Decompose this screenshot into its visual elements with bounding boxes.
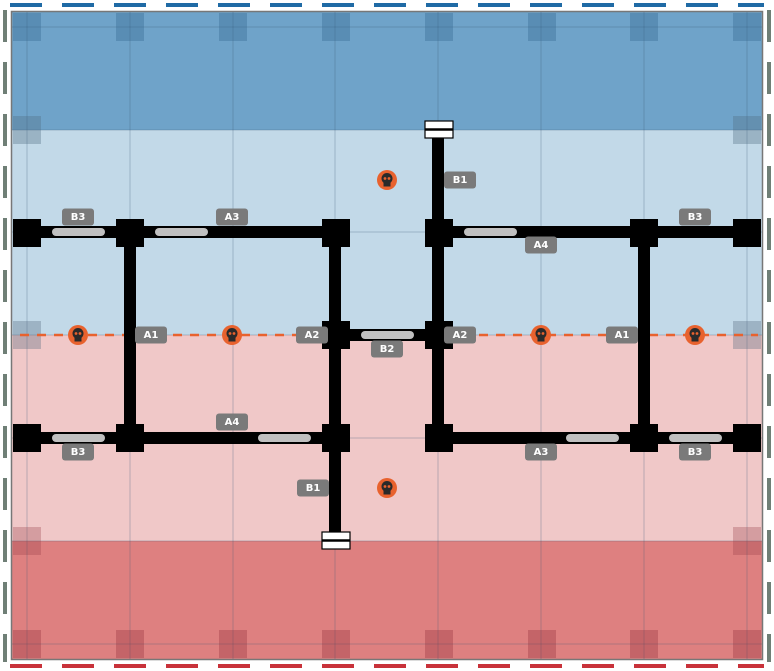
wall-pillar [322,424,350,452]
zone-label-text: B3 [688,447,703,458]
zone-label-text: A1 [144,330,159,341]
zone-label: B3 [62,208,94,226]
zone-label-text: A4 [225,417,240,428]
zone-label-text: A3 [225,212,240,223]
spawn-marker [630,13,658,41]
zone-label: B2 [371,340,403,358]
spawn-marker [528,13,556,41]
spawn-marker [322,630,350,658]
window-slot[interactable] [52,228,105,236]
zone-label-text: B1 [453,175,468,186]
zone-label-text: B1 [306,483,321,494]
skull-icon [531,325,551,345]
spawn-marker [733,630,761,658]
zone-label-text: A2 [305,330,320,341]
spawn-marker [630,630,658,658]
wall-pillar [425,219,453,247]
corner-squares [13,13,761,658]
window-slot[interactable] [258,434,311,442]
window-slot[interactable] [669,434,722,442]
spawn-marker [219,630,247,658]
map-border [10,10,764,661]
walls [13,130,761,540]
spawn-marker [13,13,41,41]
wall-pillar [322,219,350,247]
zone-label: B1 [444,171,476,189]
door-north[interactable] [424,120,454,139]
spawn-marker [13,630,41,658]
zone-label-text: A1 [615,330,630,341]
zone-label-text: B3 [688,212,703,223]
zone-label-text: A3 [534,447,549,458]
window-slot[interactable] [52,434,105,442]
zone-label: B3 [62,443,94,461]
windows [52,228,722,442]
side-marker [13,527,41,555]
wall-pillar [116,219,144,247]
side-marker [13,116,41,144]
skull-icon [377,170,397,190]
zone-label: B3 [679,208,711,226]
wall-pillar [630,219,658,247]
wall-segment [432,130,444,438]
zone-label: A3 [525,443,557,461]
spawn-marker [219,13,247,41]
zone-label: A3 [216,208,248,226]
spawn-marker [116,13,144,41]
skull-icon [68,325,88,345]
window-slot[interactable] [464,228,517,236]
window-slot[interactable] [155,228,208,236]
wall-pillar [733,424,761,452]
zone-label-text: A4 [534,240,549,251]
door-south[interactable] [321,531,351,550]
zone-label-text: B2 [380,344,395,355]
spawn-marker [528,630,556,658]
window-slot[interactable] [566,434,619,442]
skull-icon [222,325,242,345]
zone-label: A4 [216,413,248,431]
wall-segment [124,232,136,438]
wall-segment [329,232,341,540]
zone-label: A1 [606,326,638,344]
blue-spawn-zone [12,12,762,130]
side-marker [733,116,761,144]
skull-icon [685,325,705,345]
skull-icon [377,478,397,498]
side-marker [733,527,761,555]
spawn-marker [425,13,453,41]
wall-segment [638,232,650,438]
spawn-marker [733,13,761,41]
spawn-marker [322,13,350,41]
zone-label: A2 [444,326,476,344]
wall-pillar [116,424,144,452]
zone-label-text: B3 [71,447,86,458]
zone-label: B3 [679,443,711,461]
wall-pillar [630,424,658,452]
wall-pillar [733,219,761,247]
wall-pillar [425,424,453,452]
zone-label: A2 [296,326,328,344]
red-spawn-zone [12,541,762,659]
zone-label: A1 [135,326,167,344]
spawn-marker [116,630,144,658]
zone-label: A4 [525,236,557,254]
zone-label: B1 [297,479,329,497]
window-slot[interactable] [361,331,414,339]
zone-label-text: A2 [453,330,468,341]
spawn-marker [425,630,453,658]
wall-pillar [13,424,41,452]
zone-label-text: B3 [71,212,86,223]
wall-pillar [13,219,41,247]
